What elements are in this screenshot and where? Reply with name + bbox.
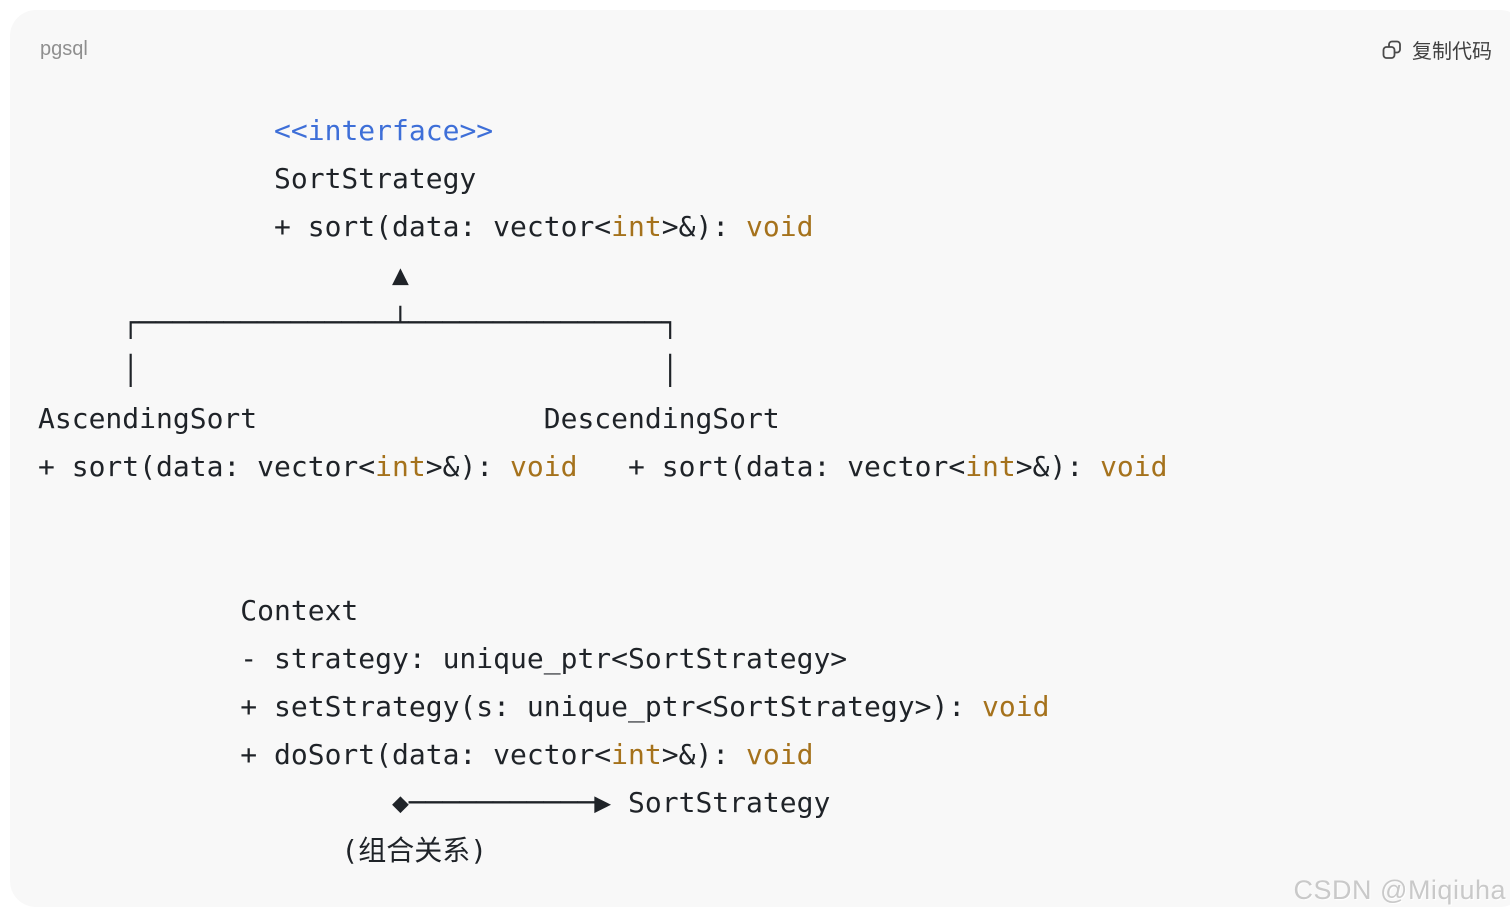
code-line: (组合关系) <box>38 834 488 867</box>
language-label: pgsql <box>40 38 88 60</box>
watermark: CSDN @Miqiuha <box>1293 875 1506 905</box>
code-line: ▲ <box>38 258 409 291</box>
code-line: - strategy: unique_ptr<SortStrategy> <box>38 642 848 675</box>
code-line <box>38 539 1168 587</box>
copy-code-button[interactable]: 复制代码 <box>1381 35 1492 64</box>
code-line: │ │ <box>38 354 679 387</box>
code-line: ◆───────────▶ SortStrategy <box>38 786 831 819</box>
code-line: + doSort(data: vector<int>&): void <box>38 738 814 771</box>
code-content: <<interface>> SortStrategy + sort(data: … <box>38 107 1168 875</box>
code-line: + sort(data: vector<int>&): void <box>38 210 814 243</box>
code-block: pgsql 复制代码 <<interface>> SortStrategy + … <box>10 10 1510 907</box>
copy-button-label: 复制代码 <box>1412 41 1492 63</box>
code-line: ┌───────────────┴───────────────┐ <box>38 306 679 339</box>
copy-icon <box>1381 39 1403 61</box>
code-line: + sort(data: vector<int>&): void + sort(… <box>38 450 1168 483</box>
code-line: <<interface>> <box>274 114 494 147</box>
code-line <box>38 491 1168 539</box>
code-line: Context <box>38 594 359 627</box>
code-line: + setStrategy(s: unique_ptr<SortStrategy… <box>38 690 1050 723</box>
code-line: SortStrategy <box>38 162 477 195</box>
code-line: AscendingSort DescendingSort <box>38 402 780 435</box>
